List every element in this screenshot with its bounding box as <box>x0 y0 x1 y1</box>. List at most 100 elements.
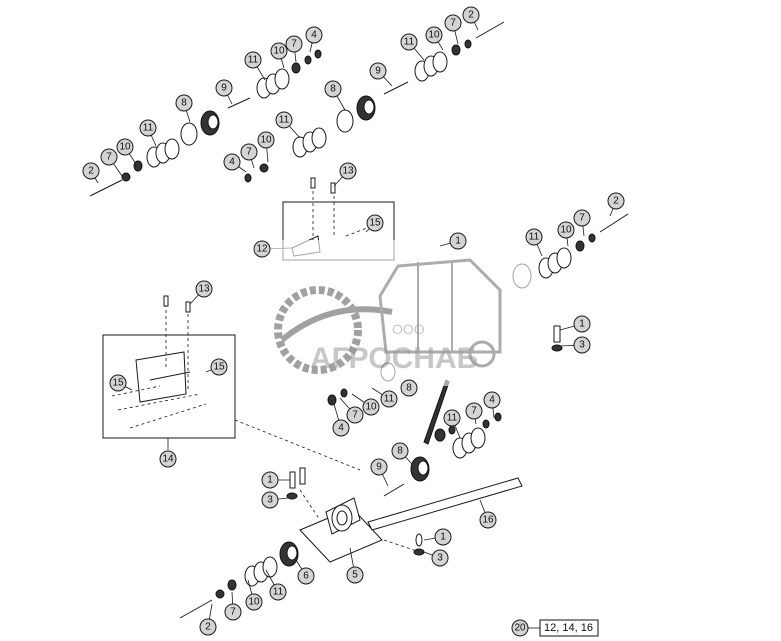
callout-h1: 1 <box>261 471 279 489</box>
callout-circle <box>449 232 467 250</box>
callout-circle <box>511 619 529 637</box>
callout-c12: 12 <box>253 240 271 258</box>
callout-number: 9 <box>221 83 227 94</box>
callout-c13: 13 <box>339 162 357 180</box>
callout-circle <box>425 26 443 44</box>
callout-circle <box>465 402 483 420</box>
callout-circle <box>400 379 418 397</box>
callout-number: 15 <box>112 378 124 389</box>
callout-g9: 9 <box>370 458 388 476</box>
callout-i11: 11 <box>269 583 287 601</box>
callout-a7: 7 <box>100 148 118 166</box>
callout-g11: 11 <box>443 409 461 427</box>
callout-circle <box>324 80 342 98</box>
callout-h16: 16 <box>479 511 497 529</box>
reference-note: 12, 14, 16 <box>528 619 599 637</box>
callout-circle <box>557 221 575 239</box>
callout-circle <box>573 336 591 354</box>
callout-number: 6 <box>303 571 309 582</box>
assembly-bottom <box>179 467 523 619</box>
callout-d7: 7 <box>573 209 591 227</box>
callout-h3: 3 <box>261 491 279 509</box>
callout-number: 7 <box>291 39 297 50</box>
callout-circle <box>109 374 127 392</box>
callout-number: 7 <box>450 18 456 29</box>
callout-c1: 1 <box>449 232 467 250</box>
callout-number: 10 <box>560 225 572 236</box>
callout-number: 9 <box>375 66 381 77</box>
callout-d10: 10 <box>557 221 575 239</box>
callout-number: 3 <box>267 495 273 506</box>
callout-circle <box>139 119 157 137</box>
callout-number: 9 <box>376 462 382 473</box>
callout-number: 8 <box>181 98 187 109</box>
callout-number: 10 <box>119 142 131 153</box>
callout-circle <box>275 111 293 129</box>
callout-circle <box>573 209 591 227</box>
callout-number: 4 <box>229 157 235 168</box>
callout-circle <box>346 406 364 424</box>
watermark-company-name: АГРОСНАБ <box>310 342 478 375</box>
callout-number: 14 <box>162 454 174 465</box>
callout-b2: 2 <box>462 6 480 24</box>
callout-number: 7 <box>471 406 477 417</box>
callout-c15: 15 <box>366 214 384 232</box>
callout-a4: 4 <box>305 26 323 44</box>
callout-circle <box>297 567 315 585</box>
callout-circle <box>573 315 591 333</box>
callout-number: 4 <box>311 30 317 41</box>
callout-number: 7 <box>352 410 358 421</box>
callout-circle <box>245 593 263 611</box>
watermark-logo: ООО АГРОСНАБ <box>244 240 534 386</box>
callout-circle <box>82 162 100 180</box>
callout-circle <box>270 42 288 60</box>
callout-number: 20 <box>514 623 526 634</box>
callout-i10: 10 <box>245 593 263 611</box>
callout-number: 15 <box>213 362 225 373</box>
callout-number: 2 <box>205 622 211 633</box>
callout-e14: 14 <box>159 450 177 468</box>
callout-circle <box>240 143 258 161</box>
callout-circle <box>366 214 384 232</box>
callout-b10c: 10 <box>257 131 275 149</box>
callout-circle <box>370 458 388 476</box>
callout-circle <box>479 511 497 529</box>
assembly-top-left <box>89 49 322 197</box>
callout-number: 10 <box>428 30 440 41</box>
assembly-top-center <box>244 21 505 183</box>
callout-f10: 10 <box>362 398 380 416</box>
callout-number: 16 <box>482 515 494 526</box>
callout-number: 2 <box>468 10 474 21</box>
callout-i2: 2 <box>199 618 217 636</box>
callout-number: 13 <box>342 166 354 177</box>
callout-number: 2 <box>88 166 94 177</box>
callout-number: 4 <box>338 423 344 434</box>
callout-number: 7 <box>106 152 112 163</box>
callout-b11c: 11 <box>275 111 293 129</box>
callout-circle <box>431 549 449 567</box>
callout-number: 1 <box>440 532 446 543</box>
callout-number: 7 <box>579 213 585 224</box>
callout-circle <box>391 442 409 460</box>
callout-a9: 9 <box>215 79 233 97</box>
callout-number: 1 <box>267 475 273 486</box>
callout-circle <box>244 51 262 69</box>
callout-number: 11 <box>529 232 540 243</box>
callout-circle <box>434 528 452 546</box>
callout-number: 8 <box>406 383 412 394</box>
callout-b7: 7 <box>444 14 462 32</box>
callout-f11: 11 <box>380 390 398 408</box>
callout-circle <box>224 603 242 621</box>
callout-a7b: 7 <box>285 35 303 53</box>
callout-a10: 10 <box>116 138 134 156</box>
callout-number: 5 <box>352 570 358 581</box>
reference-box-text: 12, 14, 16 <box>544 622 593 634</box>
callout-ref20: 20 <box>511 619 529 637</box>
callout-number: 10 <box>260 135 272 146</box>
callout-number: 10 <box>273 46 285 57</box>
callout-number: 1 <box>579 319 585 330</box>
callout-number: 7 <box>230 607 236 618</box>
callout-circle <box>607 192 625 210</box>
